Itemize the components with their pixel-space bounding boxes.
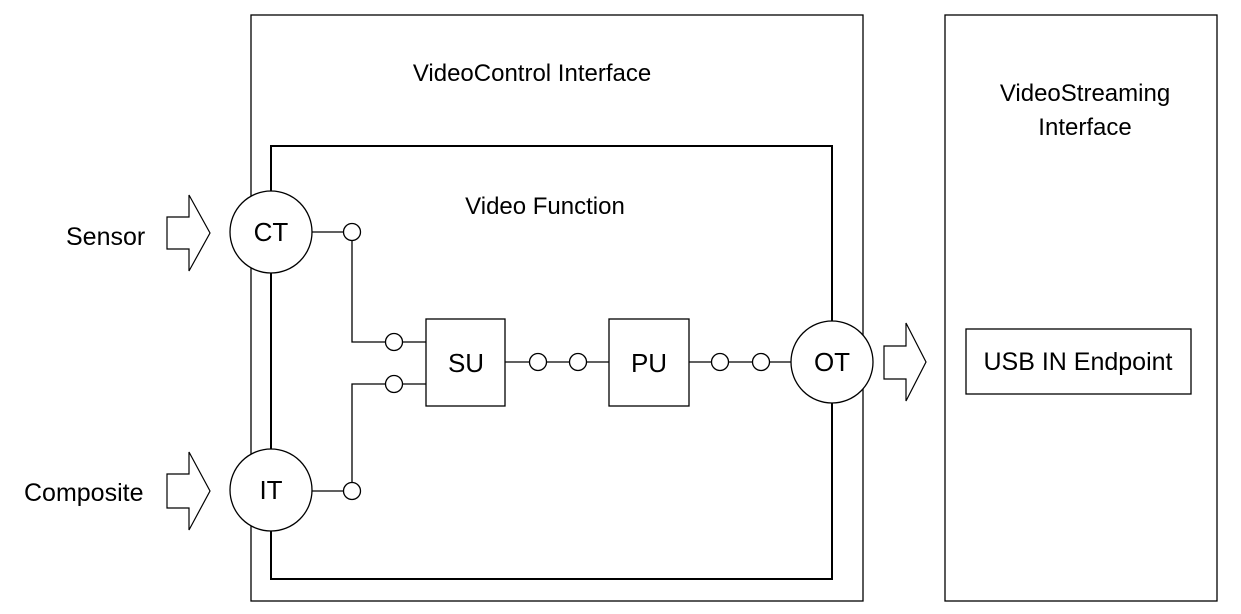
su-output-pin bbox=[528, 352, 548, 372]
videocontrol-interface-label: VideoControl Interface bbox=[413, 60, 651, 87]
pu-label: PU bbox=[631, 348, 667, 378]
videostreaming-interface-label-line2: Interface bbox=[1038, 114, 1131, 141]
videocontrol-interface-box bbox=[250, 14, 864, 602]
pu-output-pin bbox=[710, 352, 730, 372]
ct-label: CT bbox=[254, 217, 289, 247]
it-input-terminal bbox=[229, 448, 313, 532]
video-function-label: Video Function bbox=[465, 193, 625, 220]
usb-in-endpoint-box bbox=[965, 328, 1192, 395]
ot-output-terminal bbox=[790, 320, 874, 404]
ct-to-su-wire bbox=[351, 241, 385, 343]
ct-output-pin bbox=[342, 222, 362, 242]
usb-in-endpoint-label: USB IN Endpoint bbox=[984, 348, 1173, 376]
ot-label: OT bbox=[814, 347, 850, 377]
videostreaming-interface-label-line1: VideoStreaming bbox=[1000, 80, 1170, 107]
it-output-pin bbox=[342, 481, 362, 501]
it-to-su-wire bbox=[351, 383, 385, 482]
ot-output-arrow bbox=[883, 322, 927, 402]
su-label: SU bbox=[448, 348, 484, 378]
su-selector-unit bbox=[425, 318, 506, 407]
videostreaming-interface-box bbox=[944, 14, 1218, 602]
it-label: IT bbox=[259, 475, 282, 505]
su-input-pin-2 bbox=[384, 374, 404, 394]
composite-label: Composite bbox=[24, 479, 144, 507]
composite-input-arrow bbox=[166, 451, 211, 531]
pu-input-pin bbox=[568, 352, 588, 372]
ot-input-pin bbox=[751, 352, 771, 372]
pu-processing-unit bbox=[608, 318, 690, 407]
sensor-input-arrow bbox=[166, 194, 211, 272]
su-input-pin-1 bbox=[384, 332, 404, 352]
sensor-label: Sensor bbox=[66, 223, 145, 251]
